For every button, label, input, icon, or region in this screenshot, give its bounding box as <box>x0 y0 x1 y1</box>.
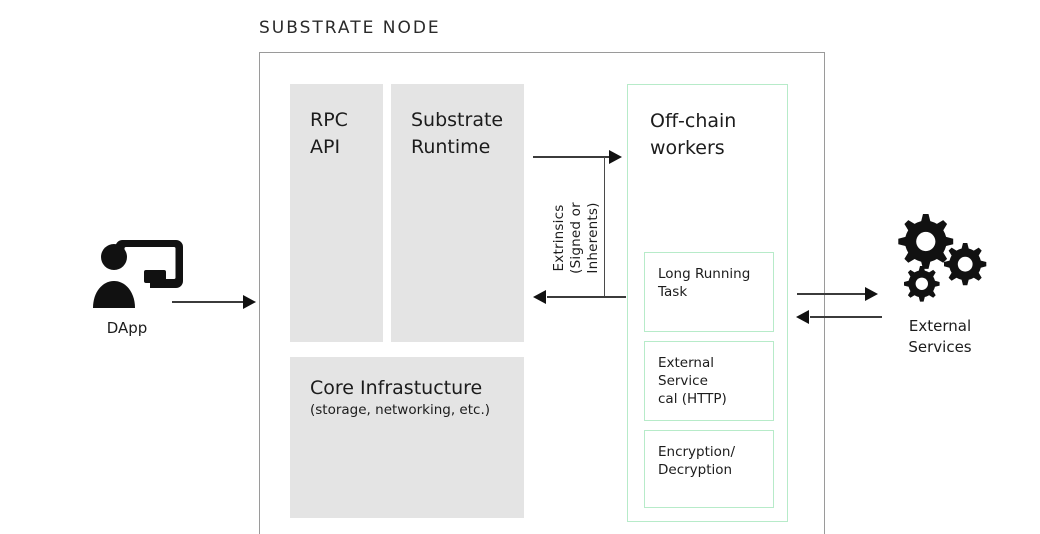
offchain-item-encryption-decryption: Encryption/ Decryption <box>644 430 774 508</box>
block-core-infrastructure: Core Infrastucture (storage, networking,… <box>290 357 524 518</box>
arrow-offchain-to-runtime-head <box>533 290 546 304</box>
arrow-offchain-to-external-head <box>865 287 878 301</box>
arrow-runtime-to-offchain-head <box>609 150 622 164</box>
core-infrastructure-subtitle: (storage, networking, etc.) <box>310 402 490 418</box>
block-substrate-runtime-label: Substrate Runtime <box>411 109 504 158</box>
offchain-item-encryption-decryption-label: Encryption/ Decryption <box>658 444 736 478</box>
offchain-workers-title: Off-chain workers <box>650 110 737 159</box>
arrow-offchain-to-runtime-line <box>547 296 626 298</box>
offchain-item-long-running-task-label: Long Running Task <box>658 266 751 300</box>
user-monitor-icon <box>92 238 186 310</box>
block-rpc-api: RPC API <box>290 84 383 342</box>
core-infrastructure-title: Core Infrastucture <box>310 377 483 399</box>
offchain-item-long-running-task: Long Running Task <box>644 252 774 332</box>
offchain-workers-container: Off-chain workers Long Running Task Exte… <box>627 84 788 522</box>
offchain-item-external-service-call-label: External Service cal (HTTP) <box>658 355 727 407</box>
external-services-label: External Services <box>908 317 972 356</box>
page-title: SUBSTRATE NODE <box>259 18 441 38</box>
offchain-item-external-service-call: External Service cal (HTTP) <box>644 341 774 421</box>
block-substrate-runtime: Substrate Runtime <box>391 84 524 342</box>
block-rpc-api-label: RPC API <box>310 109 348 158</box>
extrinsics-vertical-connector <box>604 157 605 297</box>
dapp-label: DApp <box>106 319 148 337</box>
arrow-dapp-to-node-head <box>243 295 256 309</box>
arrow-external-to-offchain-head <box>796 310 809 324</box>
extrinsics-edge-label: Extrinsics (Signed or Inherents) <box>550 202 601 274</box>
gears-icon <box>890 214 988 306</box>
arrow-dapp-to-node-line <box>172 301 245 303</box>
arrow-runtime-to-offchain-line <box>533 156 612 158</box>
arrow-external-to-offchain-line <box>810 316 882 318</box>
arrow-offchain-to-external-line <box>797 293 869 295</box>
